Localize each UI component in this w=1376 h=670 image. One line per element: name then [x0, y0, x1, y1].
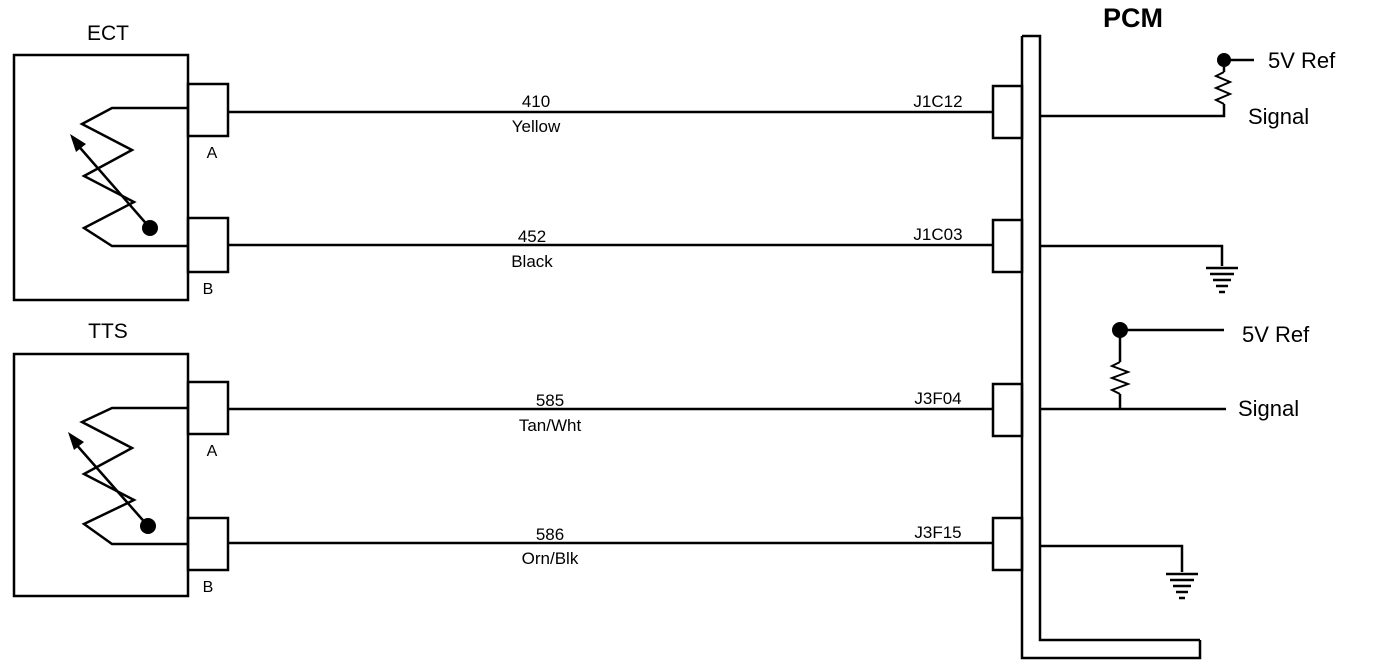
- pcm-connector-j3f04: [991, 382, 1024, 438]
- ect-wire-a: 410 Yellow J1C12: [228, 92, 993, 136]
- ect-5v-node-icon: [1217, 53, 1231, 67]
- tts-ground-icon: [1040, 544, 1198, 600]
- wire-410-color: Yellow: [512, 117, 561, 136]
- tts-pin-b-label: B: [203, 579, 214, 596]
- pcm-pin-j3f15: J3F15: [914, 523, 961, 542]
- wire-452-number: 452: [518, 227, 546, 246]
- tts-thermistor-icon: [68, 406, 188, 546]
- wire-586-number: 586: [536, 525, 564, 544]
- tts-connector-a: [186, 380, 230, 436]
- tts-5v-node-icon: [1112, 322, 1128, 338]
- wire-452-color: Black: [511, 252, 553, 271]
- wire-585-color: Tan/Wht: [519, 416, 582, 435]
- pcm-connector-j1c12: [991, 84, 1024, 140]
- ect-signal-label: Signal: [1248, 104, 1309, 129]
- ect-wire-b: 452 Black J1C03: [228, 225, 993, 271]
- tts-wire-b: 586 Orn/Blk J3F15: [228, 523, 993, 568]
- tts-sensor-box: [12, 352, 190, 598]
- tts-pullup-circuit: 5V Ref Signal: [1040, 322, 1310, 421]
- pcm-pin-j1c03: J1C03: [913, 225, 962, 244]
- ect-ground-icon: [1040, 244, 1238, 294]
- tts-label: TTS: [88, 320, 128, 343]
- ect-connector-a: [186, 82, 230, 138]
- ect-sensor: ECT A B: [12, 22, 230, 302]
- ect-5v-ref-label: 5V Ref: [1268, 48, 1336, 73]
- tts-wire-a: 585 Tan/Wht J3F04: [228, 389, 993, 435]
- ect-thermistor-icon: [70, 106, 188, 248]
- tts-5v-ref-label: 5V Ref: [1242, 322, 1310, 347]
- wire-410-number: 410: [522, 92, 550, 111]
- wire-585-number: 585: [536, 391, 564, 410]
- ect-connector-b: [186, 216, 230, 274]
- ect-pin-a-label: A: [207, 145, 218, 162]
- tts-connector-b: [186, 516, 230, 572]
- pcm-connector-j1c03: [991, 218, 1024, 274]
- tts-signal-label: Signal: [1238, 396, 1299, 421]
- pcm-connector-j3f15: [991, 516, 1024, 572]
- ect-pin-b-label: B: [203, 281, 214, 298]
- ect-label: ECT: [87, 22, 129, 45]
- wire-586-color: Orn/Blk: [522, 549, 579, 568]
- tts-pin-a-label: A: [207, 443, 218, 460]
- pcm-pin-j3f04: J3F04: [914, 389, 961, 408]
- ect-pullup-circuit: 5V Ref Signal: [1040, 48, 1336, 129]
- pcm-pin-j1c12: J1C12: [913, 92, 962, 111]
- ect-sensor-box: [12, 53, 190, 302]
- tts-sensor: TTS A B: [12, 320, 230, 598]
- pcm-label: PCM: [1103, 3, 1163, 33]
- pcm-module: PCM: [991, 3, 1202, 660]
